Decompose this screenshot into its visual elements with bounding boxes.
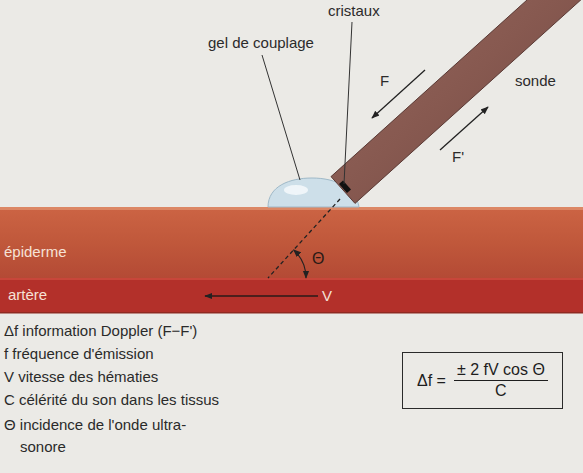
layer-label: artère [8, 286, 47, 304]
symbol-label: V [322, 287, 332, 305]
angle-arc [294, 250, 306, 278]
artery-wall [0, 278, 583, 280]
leader-line [262, 55, 300, 180]
formula-box: Δf = ± 2 fV cos ΘC [402, 352, 563, 409]
leader-line [344, 22, 352, 184]
definition-text: C célérité du son dans les tissus [4, 391, 219, 409]
ultrasound-beam [268, 199, 340, 278]
symbol-label: Θ [312, 249, 324, 268]
velocity-arrow [205, 295, 318, 296]
symbol-label: F [380, 72, 389, 90]
gel-highlight [284, 185, 308, 195]
part-label: sonde [515, 72, 556, 90]
symbol-label: F' [452, 148, 464, 166]
part-label: gel de couplage [208, 34, 314, 52]
fraction: ± 2 fV cos ΘC [454, 360, 548, 401]
definition-text: f fréquence d'émission [4, 345, 154, 363]
probe [331, 0, 583, 203]
layer-label: épiderme [4, 243, 67, 261]
received-arrow [440, 107, 488, 150]
definition-text: Δf information Doppler (F−F') [4, 322, 197, 340]
formula-term: Δf = [417, 372, 446, 390]
fraction-numerator: ± 2 fV cos Θ [454, 360, 548, 381]
artery-wall [0, 312, 583, 314]
epidermis-band [0, 207, 583, 278]
artery-band [0, 278, 583, 313]
definition-text: Θ incidence de l'onde ultra-sonore [4, 414, 192, 458]
part-label: cristaux [328, 2, 380, 20]
fraction-denominator: C [454, 381, 548, 401]
definition-text: V vitesse des hématies [4, 368, 158, 386]
emitted-arrow [372, 70, 425, 118]
crystals [339, 181, 351, 194]
